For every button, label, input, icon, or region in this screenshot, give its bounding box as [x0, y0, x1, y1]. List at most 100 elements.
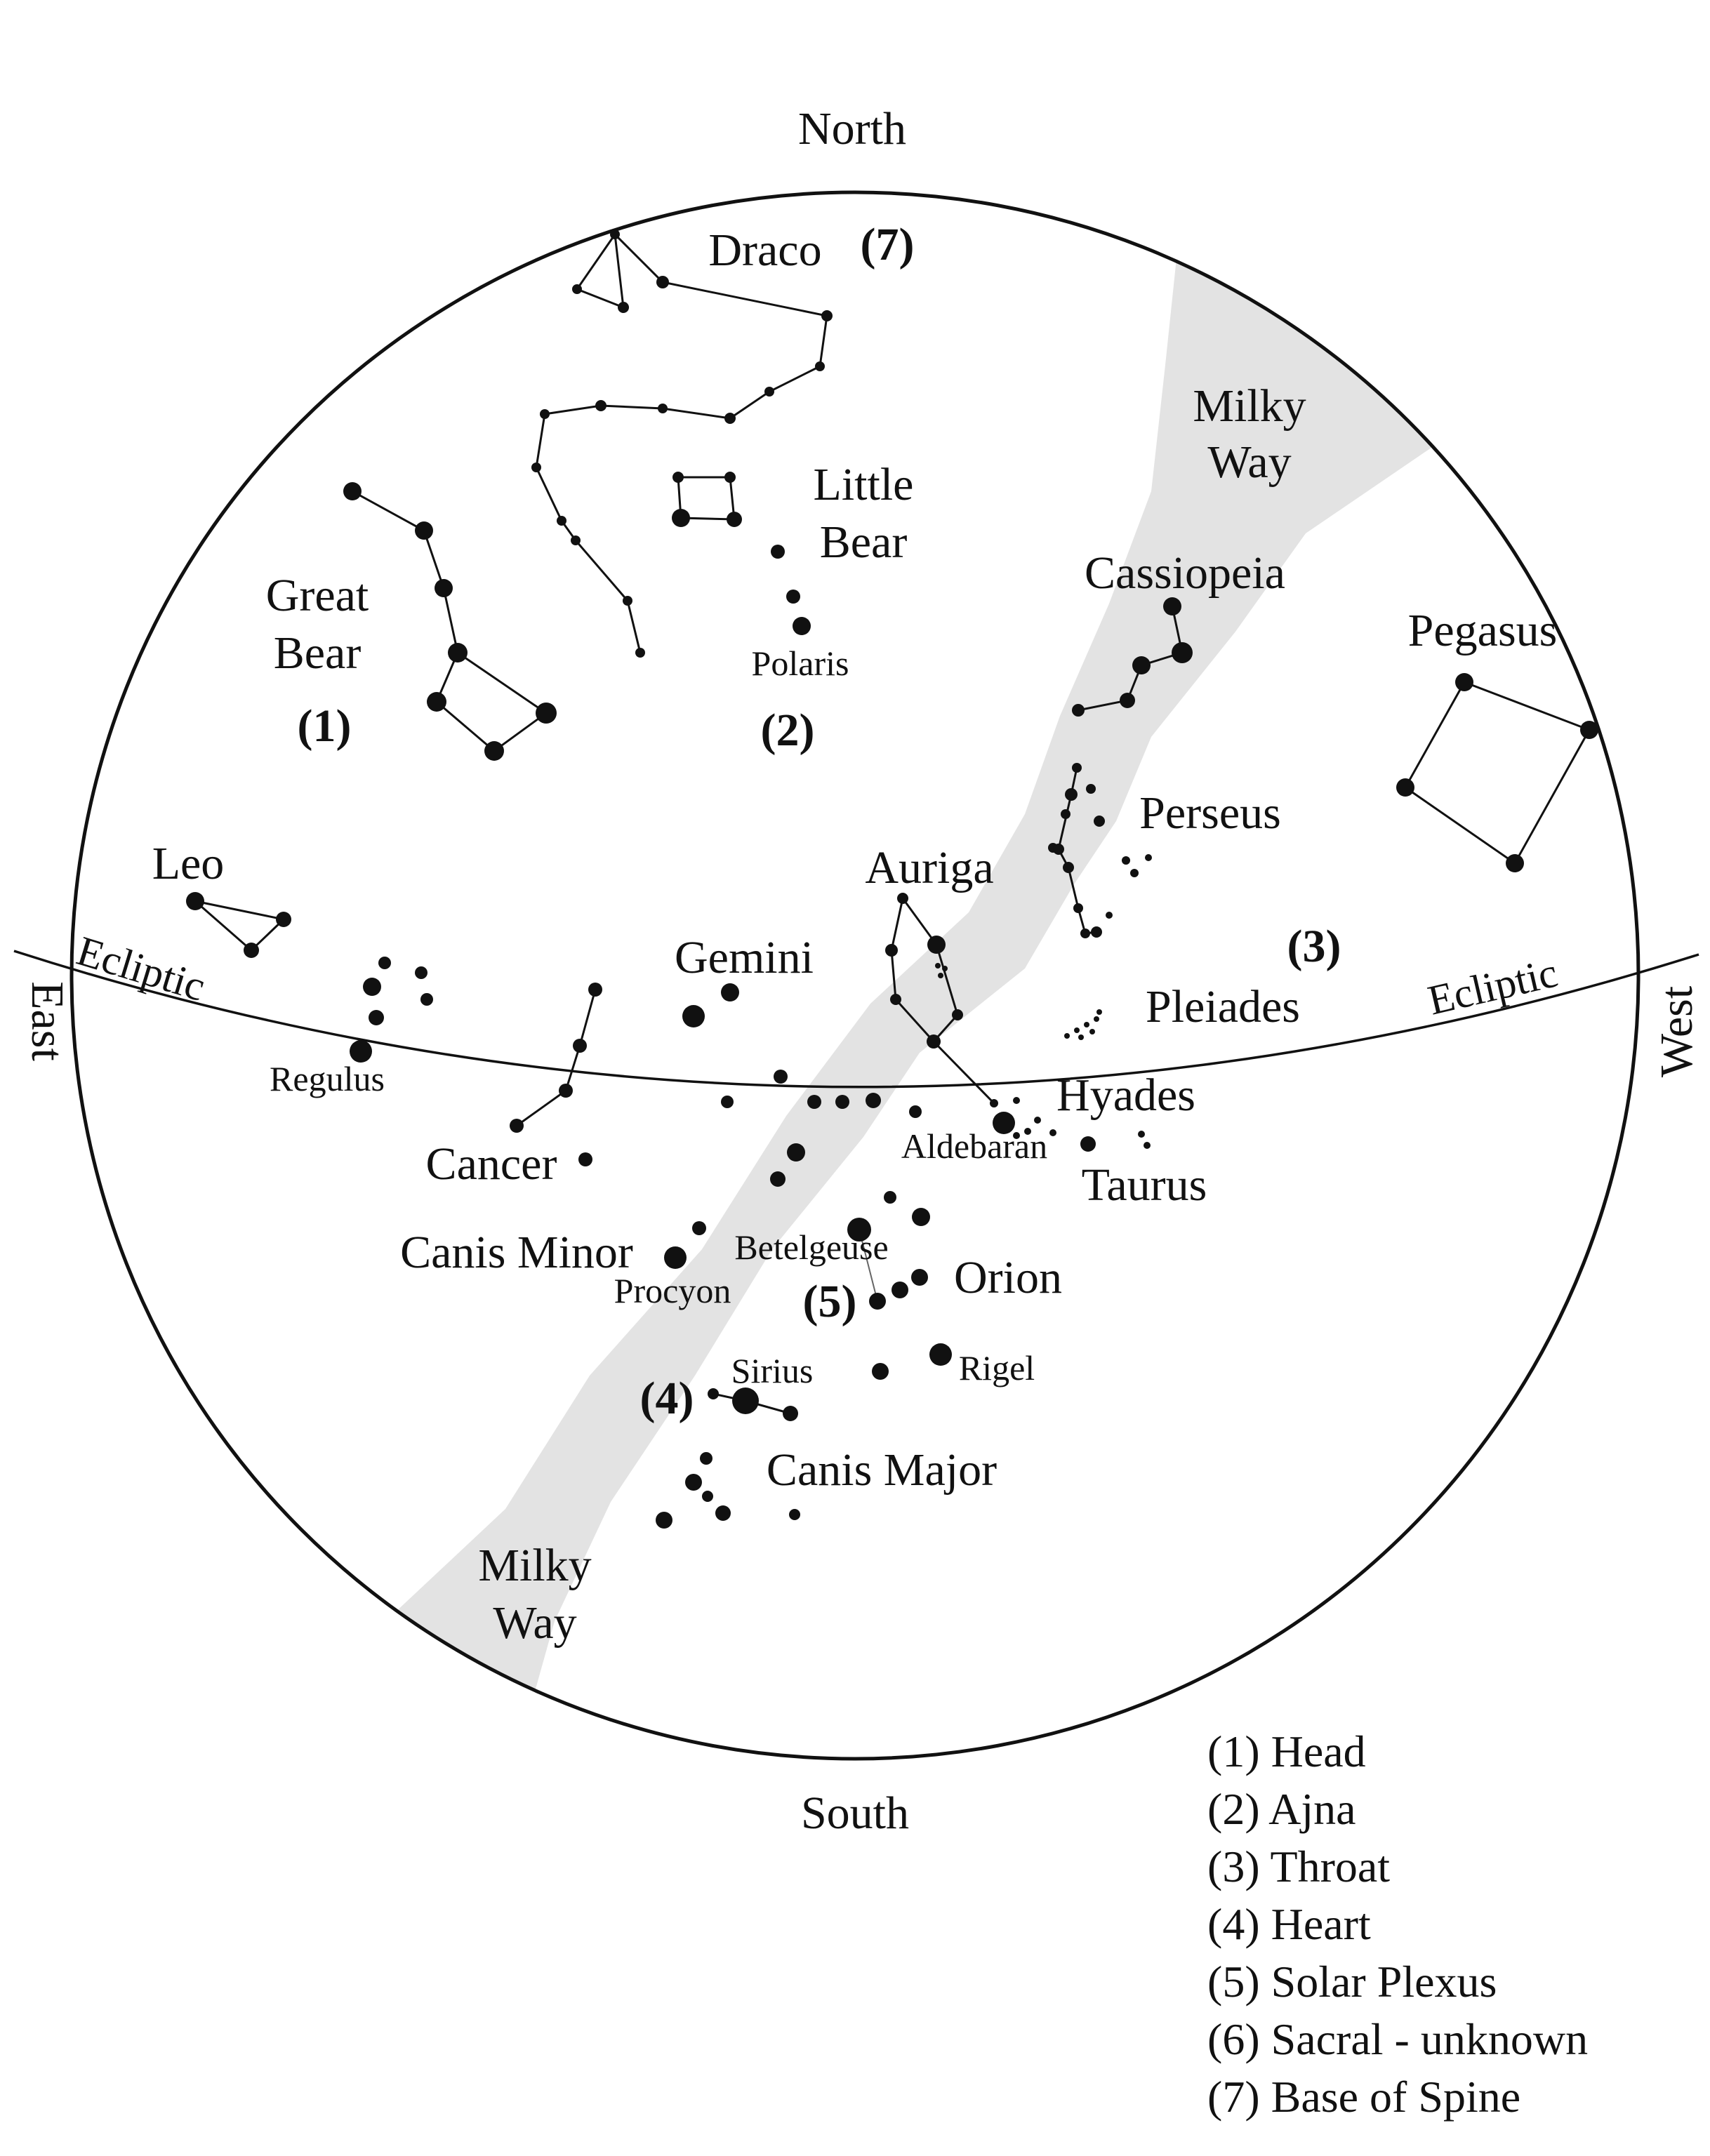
- gemini-star: [721, 983, 739, 1002]
- pleiades-star: [1094, 1016, 1099, 1022]
- ecliptic-label-left: Ecliptic: [72, 927, 211, 1010]
- ecliptic-line: [13, 950, 1699, 1089]
- perseus-star: [1053, 844, 1064, 855]
- great-bear-star: [536, 703, 557, 724]
- draco-star: [571, 535, 581, 545]
- sirius-label: Sirius: [731, 1351, 814, 1390]
- pleiades-label: Pleiades: [1146, 981, 1300, 1032]
- draco-star: [531, 463, 541, 472]
- draco-star: [821, 310, 833, 321]
- canis-major-star: [700, 1452, 712, 1465]
- orion-star: [911, 1269, 928, 1286]
- rigel-label: Rigel: [959, 1348, 1035, 1388]
- taurus-star: [1080, 1136, 1096, 1152]
- polaris-label: Polaris: [752, 644, 849, 683]
- taurus-lines: [932, 1040, 995, 1105]
- gemini-star: [807, 1095, 821, 1109]
- little-bear-star: [727, 512, 742, 527]
- draco-label: Draco: [708, 225, 821, 276]
- taurus-star: [1138, 1131, 1145, 1138]
- regulus-label: Regulus: [270, 1059, 385, 1098]
- pegasus-star: [1455, 673, 1473, 691]
- east-label: East: [22, 981, 73, 1061]
- canis-major-star: [702, 1491, 713, 1502]
- little-bear-star: [724, 472, 736, 483]
- marker-5: (5): [803, 1276, 857, 1327]
- cancer-star: [578, 1152, 592, 1166]
- little-bear-star: [786, 590, 800, 604]
- orion-label: Orion: [954, 1252, 1062, 1303]
- draco-star: [623, 596, 632, 606]
- canis-major-label: Canis Major: [767, 1444, 997, 1496]
- leo-lines: [194, 900, 286, 952]
- cancer-lines: [515, 988, 597, 1127]
- draco-star: [540, 409, 550, 419]
- betelgeuse-star: [847, 1218, 871, 1242]
- aldebaran-label: Aldebaran: [901, 1126, 1047, 1166]
- perseus-star: [1130, 869, 1139, 877]
- gemini-star: [835, 1095, 849, 1109]
- draco-star: [610, 229, 620, 239]
- perseus-label: Perseus: [1139, 787, 1281, 839]
- cassiopeia-star: [1172, 642, 1193, 663]
- taurus-star: [1144, 1142, 1151, 1149]
- sirius-star: [732, 1388, 759, 1414]
- perseus-star: [1091, 926, 1102, 938]
- auriga-star: [927, 1034, 941, 1049]
- gemini-star: [866, 1093, 881, 1108]
- south-label: South: [801, 1788, 909, 1839]
- little-bear-label-line2: Bear: [820, 517, 908, 568]
- draco-star: [572, 284, 582, 294]
- canis-minor-label: Canis Minor: [400, 1227, 633, 1278]
- milky-way-label-lower-line1: Milky: [478, 1540, 591, 1591]
- canis-major-star: [789, 1509, 800, 1520]
- leo-star: [186, 892, 204, 910]
- legend-item: (5) Solar Plexus: [1207, 1957, 1497, 2007]
- hyades-star: [1049, 1129, 1056, 1136]
- auriga-star: [938, 973, 943, 978]
- gemini-star: [682, 1005, 705, 1027]
- hyades-star: [990, 1099, 998, 1107]
- cancer-star: [588, 983, 602, 997]
- great-bear-star: [448, 643, 468, 663]
- pleiades-star: [1064, 1033, 1070, 1039]
- pleiades-star: [1084, 1022, 1089, 1027]
- regulus-star: [350, 1040, 372, 1063]
- draco-star: [815, 361, 825, 371]
- legend-item: (3) Throat: [1207, 1842, 1391, 1891]
- perseus-star: [1094, 816, 1105, 827]
- pegasus-label: Pegasus: [1408, 605, 1558, 656]
- legend-item: (4) Heart: [1207, 1899, 1371, 1949]
- gemini-star: [774, 1070, 788, 1084]
- perseus-star: [1145, 854, 1152, 861]
- auriga-star: [935, 963, 941, 969]
- auriga-star: [942, 966, 948, 971]
- great-bear-star: [484, 741, 504, 761]
- gemini-star: [909, 1105, 922, 1118]
- great-bear-star: [427, 692, 446, 712]
- orion-star: [872, 1363, 889, 1380]
- west-label: West: [1651, 986, 1702, 1077]
- marker-2: (2): [761, 705, 815, 756]
- perseus-star: [1072, 763, 1082, 773]
- pegasus-lines: [1404, 681, 1591, 865]
- cancer-label: Cancer: [426, 1138, 557, 1190]
- marker-3: (3): [1287, 921, 1341, 972]
- orion-star: [892, 1282, 908, 1298]
- cassiopeia-label: Cassiopeia: [1085, 547, 1285, 599]
- cassiopeia-star: [1132, 656, 1151, 674]
- pleiades-star: [1096, 1009, 1102, 1015]
- canis-minor-star: [692, 1221, 706, 1235]
- marker-4: (4): [640, 1373, 694, 1424]
- orion-lines: [859, 1229, 878, 1302]
- marker-7: (7): [861, 219, 915, 270]
- auriga-star: [885, 944, 898, 957]
- leo-label: Leo: [152, 838, 225, 889]
- legend-item: (6) Sacral - unknown: [1207, 2014, 1589, 2064]
- legend-item: (7) Base of Spine: [1207, 2072, 1521, 2122]
- gemini-label: Gemini: [675, 932, 814, 983]
- perseus-star: [1073, 903, 1083, 913]
- cassiopeia-star: [1120, 693, 1135, 708]
- taurus-label: Taurus: [1082, 1159, 1207, 1211]
